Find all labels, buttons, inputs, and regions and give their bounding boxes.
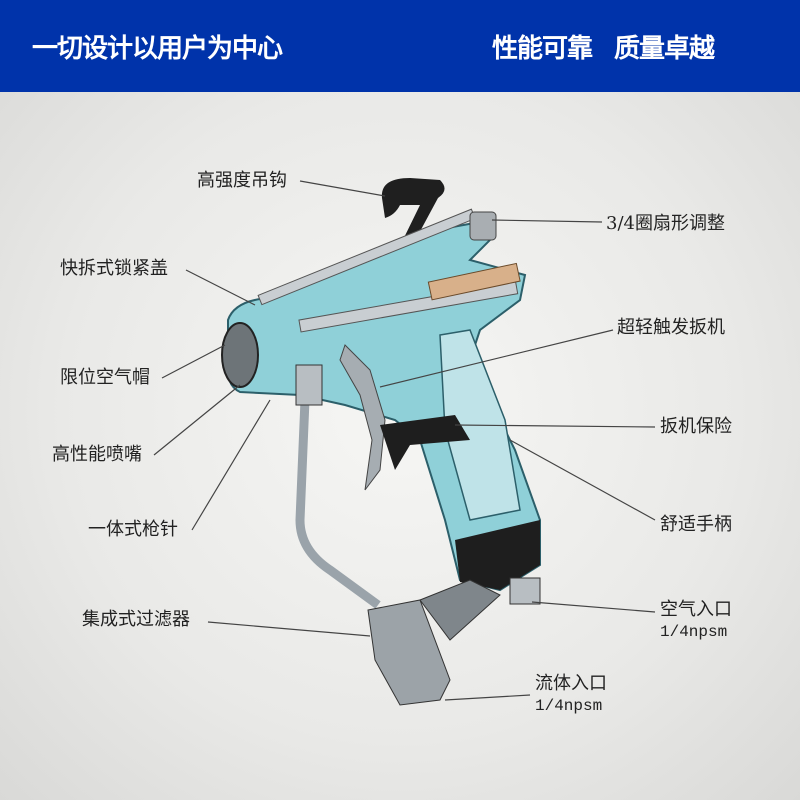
- fluid-inlet-size: 1/4npsm: [535, 697, 603, 715]
- air-inlet-fitting: [509, 577, 541, 605]
- trigger: [339, 344, 386, 491]
- left-slogan: 一切设计以用户为中心: [32, 34, 283, 64]
- fluid-inlet-text: 流体入口: [535, 673, 607, 694]
- label-handle: 舒适手柄: [660, 514, 732, 535]
- fluid-tube: [295, 399, 381, 609]
- air-inlet-size: 1/4npsm: [660, 623, 728, 641]
- right-slogan: 性能可靠质量卓越: [492, 28, 736, 65]
- label-hook: 高强度吊钩: [197, 170, 287, 191]
- label-trigger-lock: 扳机保险: [660, 416, 732, 437]
- handle-base: [455, 520, 540, 590]
- label-trigger: 超轻触发扳机: [617, 317, 725, 338]
- label-nozzle: 高性能喷嘴: [52, 444, 142, 465]
- label-lock-cap: 快拆式锁紧盖: [60, 258, 168, 279]
- header-banner: 一切设计以用户为中心 性能可靠质量卓越: [0, 0, 800, 92]
- label-needle: 一体式枪针: [88, 519, 178, 540]
- slogan-reliable: 性能可靠: [492, 34, 593, 64]
- air-cap: [221, 322, 259, 388]
- hook: [381, 178, 445, 250]
- slogan-quality: 质量卓越: [614, 34, 715, 64]
- label-air-inlet: 空气入口 1/4npsm: [660, 599, 732, 643]
- label-air-cap: 限位空气帽: [60, 367, 150, 388]
- trigger-lock: [380, 415, 470, 470]
- label-fluid-inlet: 流体入口 1/4npsm: [535, 673, 607, 717]
- label-fan-adjust: 3/4圈扇形调整: [606, 213, 725, 234]
- label-filter: 集成式过滤器: [82, 609, 190, 630]
- air-inlet-text: 空气入口: [660, 599, 732, 620]
